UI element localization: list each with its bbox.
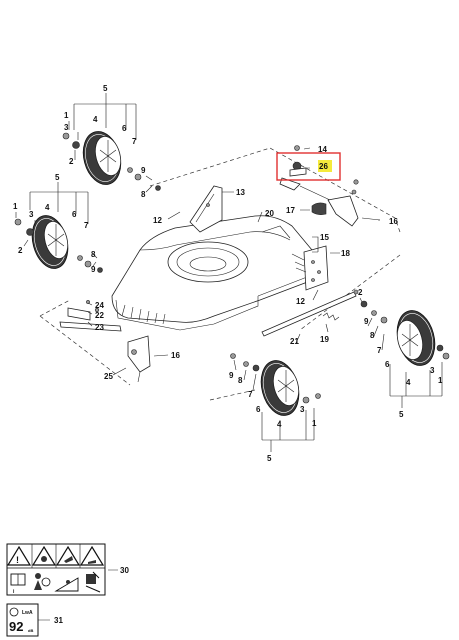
label-2: 2	[358, 288, 363, 297]
rear-bracket	[189, 185, 223, 233]
label-23: 23	[95, 323, 104, 332]
label-6: 6	[72, 210, 77, 219]
label-5: 5	[55, 173, 60, 182]
label-2: 2	[69, 157, 74, 166]
noise-value: 92	[9, 619, 23, 634]
label-1: 1	[312, 419, 317, 428]
label-9: 9	[91, 265, 96, 274]
wheel-bottom-center	[230, 353, 321, 416]
label-22: 22	[95, 311, 104, 320]
label-4: 4	[277, 420, 282, 429]
label-1: 1	[13, 202, 18, 211]
foot-hazard-icon	[79, 545, 105, 566]
label-13: 13	[236, 188, 245, 197]
label-30: 30	[120, 566, 129, 575]
label-18: 18	[341, 249, 350, 258]
label-15: 15	[320, 233, 329, 242]
label-24: 24	[95, 301, 104, 310]
dashed-frame	[39, 147, 401, 401]
label-21: 21	[290, 337, 299, 346]
warning-triangle-icon: !	[6, 545, 32, 566]
label-7: 7	[84, 221, 89, 230]
label-3: 3	[64, 123, 69, 132]
label-8: 8	[238, 376, 243, 385]
label-9: 9	[364, 317, 369, 326]
label-14: 14	[318, 145, 327, 154]
disconnect-icon	[85, 571, 101, 593]
label-17: 17	[286, 206, 295, 215]
label-5: 5	[267, 454, 272, 463]
label-6: 6	[122, 124, 127, 133]
label-7: 7	[248, 390, 253, 399]
front-lever	[59, 300, 151, 383]
svg-text:i: i	[13, 589, 15, 595]
part-labels: 5 4 1 3 6 7 2 5 1 3 4 6 7 2 9 8 8 9 13 1…	[13, 84, 443, 625]
wheel-right	[360, 300, 450, 366]
label-25: 25	[104, 372, 113, 381]
label-9: 9	[229, 371, 234, 380]
label-19: 19	[320, 335, 329, 344]
label-5: 5	[103, 84, 108, 93]
handle-bracket	[291, 245, 329, 291]
label-2: 2	[18, 246, 23, 255]
label-31: 31	[54, 616, 63, 625]
warning-decal: ! i	[6, 543, 106, 596]
slope-icon	[54, 577, 79, 592]
sound-icon	[9, 607, 19, 617]
highlight-label-bg	[318, 160, 332, 172]
label-3: 3	[300, 405, 305, 414]
noise-unit: LwA	[22, 610, 33, 616]
mower-deck	[111, 215, 325, 331]
label-8: 8	[141, 190, 146, 199]
highlight-parts	[289, 145, 307, 177]
rear-axle	[261, 289, 359, 337]
hand-hazard-icon	[55, 545, 81, 566]
label-7: 7	[132, 137, 137, 146]
label-1: 1	[438, 376, 443, 385]
label-8: 8	[370, 331, 375, 340]
label-1: 1	[64, 111, 69, 120]
label-16: 16	[389, 217, 398, 226]
noise-decal: LwA 92 dB	[6, 603, 39, 637]
wheel-top-left	[62, 131, 161, 191]
label-20: 20	[265, 209, 274, 218]
label-3: 3	[430, 366, 435, 375]
label-6: 6	[256, 405, 261, 414]
svg-text:!: !	[16, 555, 19, 565]
label-5: 5	[399, 410, 404, 419]
label-26: 26	[319, 162, 328, 171]
height-lever-upper	[279, 177, 381, 227]
label-6: 6	[385, 360, 390, 369]
label-8: 8	[91, 250, 96, 259]
leader-lines	[15, 93, 443, 621]
wheel-mid-left	[14, 215, 103, 273]
highlight-box	[276, 152, 341, 181]
label-4: 4	[406, 378, 411, 387]
label-7: 7	[377, 346, 382, 355]
noise-unit-sub: dB	[28, 628, 33, 633]
label-4: 4	[93, 115, 98, 124]
label-4: 4	[45, 203, 50, 212]
bystander-icon	[34, 573, 51, 590]
manual-icon: i	[10, 573, 26, 595]
blade-hazard-icon	[31, 545, 57, 566]
label-16: 16	[171, 351, 180, 360]
label-9: 9	[141, 166, 146, 175]
label-12: 12	[296, 297, 305, 306]
label-3: 3	[29, 210, 34, 219]
label-12: 12	[153, 216, 162, 225]
